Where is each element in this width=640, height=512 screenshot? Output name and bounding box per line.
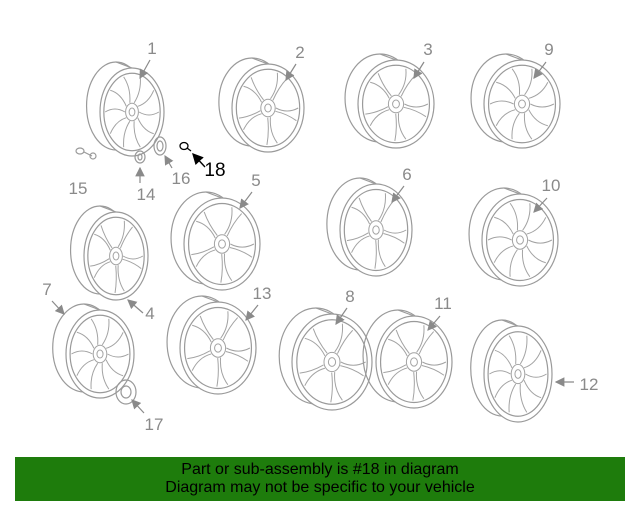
callout-9: 9	[544, 40, 553, 59]
wheel-5	[170, 191, 261, 291]
wheel-6	[326, 177, 413, 277]
callout-13: 13	[253, 284, 272, 303]
callout-2: 2	[295, 43, 304, 62]
callout-5: 5	[251, 171, 260, 190]
callout-3: 3	[423, 40, 432, 59]
wheel-1	[85, 61, 165, 157]
valve-stem-15	[75, 147, 97, 160]
center-cap-17	[115, 379, 137, 405]
wheel-13	[166, 295, 257, 395]
leader-17	[131, 399, 145, 414]
leader-9	[533, 61, 547, 79]
wheel-12	[470, 319, 553, 423]
callout-11: 11	[434, 294, 452, 313]
leader-16	[164, 154, 174, 169]
callout-12: 12	[580, 375, 599, 394]
lug-nut-14	[134, 150, 146, 164]
leader-3	[413, 61, 425, 80]
leader-4	[127, 299, 144, 314]
callout-1: 1	[147, 39, 156, 58]
callout-17: 17	[145, 415, 164, 434]
callout-10: 10	[542, 176, 561, 195]
wheel-8	[278, 307, 373, 411]
leader-10	[533, 197, 548, 213]
center-cap-16	[153, 136, 167, 156]
banner-line-2: Diagram may not be specific to your vehi…	[165, 479, 475, 496]
leader-1	[139, 59, 151, 80]
callout-14: 14	[137, 185, 156, 204]
callout-15: 15	[69, 179, 88, 198]
wheel-11	[362, 309, 453, 409]
part-18	[179, 141, 192, 152]
wheel-9	[470, 53, 561, 149]
callout-7: 7	[42, 280, 51, 299]
wheel-3	[344, 53, 435, 149]
leader-18	[192, 152, 206, 168]
leader-8	[335, 307, 348, 325]
wheel-2	[218, 57, 305, 153]
banner-line-1: Part or sub-assembly is #18 in diagram	[181, 461, 459, 478]
callout-16: 16	[172, 169, 191, 188]
wheel-10	[468, 187, 559, 287]
leader-6	[391, 185, 405, 203]
leader-2	[285, 63, 297, 82]
wheel-4	[69, 205, 149, 301]
leader-11	[427, 315, 441, 331]
callout-4: 4	[145, 304, 154, 323]
callout-8: 8	[345, 287, 354, 306]
callout-18: 18	[204, 160, 225, 181]
leader-5	[239, 191, 253, 209]
callout-6: 6	[402, 165, 411, 184]
leader-7	[51, 300, 65, 315]
info-banner: Part or sub-assembly is #18 in diagram D…	[15, 457, 625, 501]
wheel-7	[52, 303, 135, 399]
leader-13	[245, 304, 259, 321]
